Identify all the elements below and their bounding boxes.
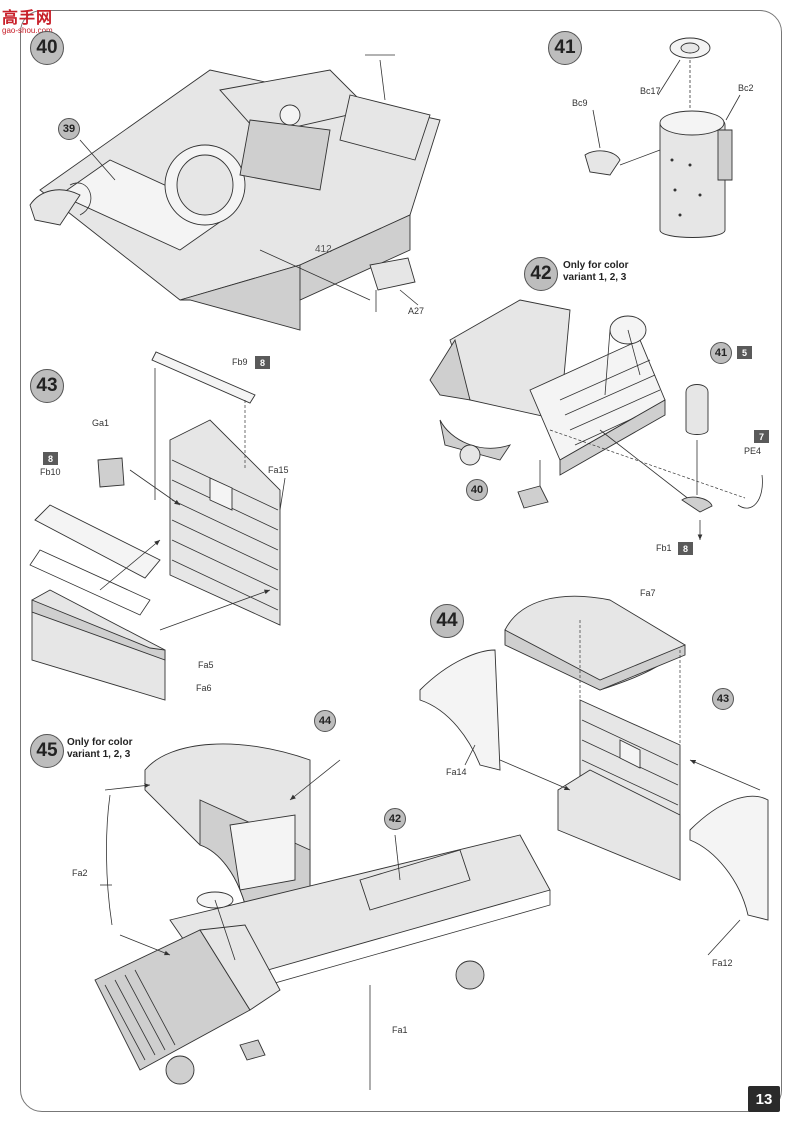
label-fb9: Fb9 — [232, 357, 248, 367]
step-44-badge: 44 — [430, 604, 464, 638]
watermark-url: gao-shou.com — [2, 26, 53, 35]
svg-text:412: 412 — [315, 244, 332, 255]
page-number: 13 — [748, 1086, 780, 1112]
color-tag-41: 5 — [737, 346, 752, 359]
label-bc17: Bc17 — [640, 86, 661, 96]
callout-44: 44 — [314, 710, 336, 732]
label-fb1: Fb1 — [656, 543, 672, 553]
fa14-leader — [464, 744, 476, 766]
label-bc2: Bc2 — [738, 83, 754, 93]
label-fa15: Fa15 — [268, 465, 289, 475]
step-45-note: Only for color variant 1, 2, 3 — [67, 737, 133, 760]
step42-cab-drawing — [429, 299, 763, 540]
label-fa1: Fa1 — [392, 1025, 408, 1035]
label-fa7: Fa7 — [640, 588, 656, 598]
color-tag-fb9: 8 — [255, 356, 270, 369]
watermark-logo: 高手网 — [2, 10, 54, 27]
callout-43: 43 — [712, 688, 734, 710]
step-41-badge: 41 — [548, 31, 582, 65]
label-pe4: PE4 — [744, 446, 762, 456]
callout-40: 40 — [466, 479, 488, 501]
label-fb10: Fb10 — [40, 467, 61, 477]
label-fa5: Fa5 — [198, 660, 214, 670]
color-tag-fb1: 8 — [678, 542, 693, 555]
label-fa14: Fa14 — [446, 767, 467, 777]
step-42-badge: 42 — [524, 257, 558, 291]
step45-truck-drawing — [94, 743, 551, 1090]
label-bc9: Bc9 — [572, 98, 588, 108]
callout-42: 42 — [384, 808, 406, 830]
step41-boiler-drawing — [584, 37, 741, 238]
step43-backwall-drawing — [29, 351, 281, 701]
page-frame — [20, 10, 782, 1112]
fa15-leader — [279, 477, 286, 511]
label-fa2: Fa2 — [72, 868, 88, 878]
callout-41: 41 — [710, 342, 732, 364]
color-tag-pe4: 7 — [754, 430, 769, 443]
step44-cabin-drawing — [419, 595, 769, 921]
color-tag-fb10: 8 — [43, 452, 58, 465]
watermark: 高手网 gao-shou.com — [2, 4, 78, 35]
step-40-badge: 40 — [30, 31, 64, 65]
label-ga1: Ga1 — [92, 418, 110, 428]
step-43-badge: 43 — [30, 369, 64, 403]
label-fa12: Fa12 — [712, 958, 733, 968]
label-fa6: Fa6 — [196, 683, 212, 693]
label-a27: A27 — [408, 306, 425, 316]
step-42-note: Only for color variant 1, 2, 3 — [563, 260, 629, 283]
callout-39: 39 — [58, 118, 80, 140]
fa12-leader — [707, 919, 741, 956]
step40-chassis-drawing: 412 — [29, 54, 441, 331]
step-45-badge: 45 — [30, 734, 64, 768]
